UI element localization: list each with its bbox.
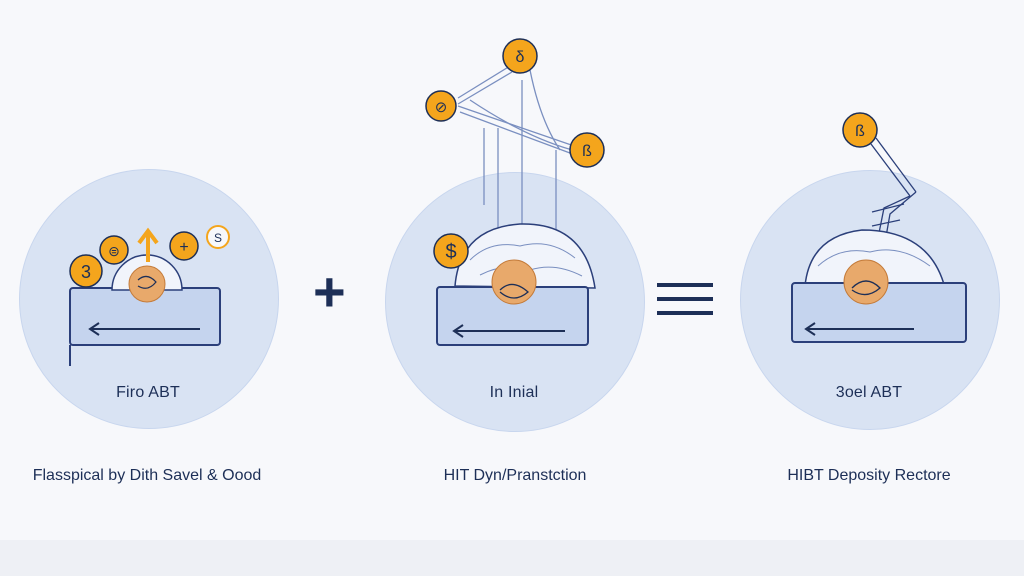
coin-glyph: $ bbox=[445, 241, 456, 263]
equals-operator bbox=[657, 283, 713, 324]
coin-icon bbox=[842, 112, 878, 148]
coin-icon bbox=[99, 235, 129, 265]
coin-icon bbox=[206, 225, 230, 249]
panel-caption: HIT Dyn/Pranstction bbox=[443, 467, 587, 484]
coin-glyph: ß bbox=[582, 143, 592, 160]
coin-glyph: ⊜ bbox=[108, 243, 120, 259]
coin-glyph: S bbox=[214, 231, 222, 245]
coin-icon bbox=[569, 132, 605, 168]
bottom-band bbox=[0, 540, 1024, 576]
coin-glyph: ⊘ bbox=[435, 99, 448, 116]
coin-icon bbox=[425, 90, 457, 122]
coin-glyph: 3 bbox=[81, 262, 91, 282]
plus-operator: + bbox=[313, 260, 346, 323]
coin-icon bbox=[502, 38, 538, 74]
coin-glyph: + bbox=[179, 239, 188, 256]
circle-label: In Inial bbox=[489, 384, 539, 401]
panel-caption: HIBT Deposity Rectore bbox=[787, 467, 951, 484]
circle-label: Firo ABT bbox=[116, 384, 180, 401]
circle-label: 3oel ABT bbox=[835, 384, 903, 401]
coin-glyph: δ bbox=[516, 49, 525, 66]
brain-icon bbox=[804, 229, 946, 289]
panel-caption: Flasspical by Dith Savel & Oood bbox=[32, 467, 262, 484]
equals-icon bbox=[657, 283, 713, 315]
coin-icon bbox=[69, 254, 103, 288]
coin-icon bbox=[169, 231, 199, 261]
coin-icon bbox=[433, 233, 469, 269]
coin-glyph: ß bbox=[855, 123, 865, 140]
